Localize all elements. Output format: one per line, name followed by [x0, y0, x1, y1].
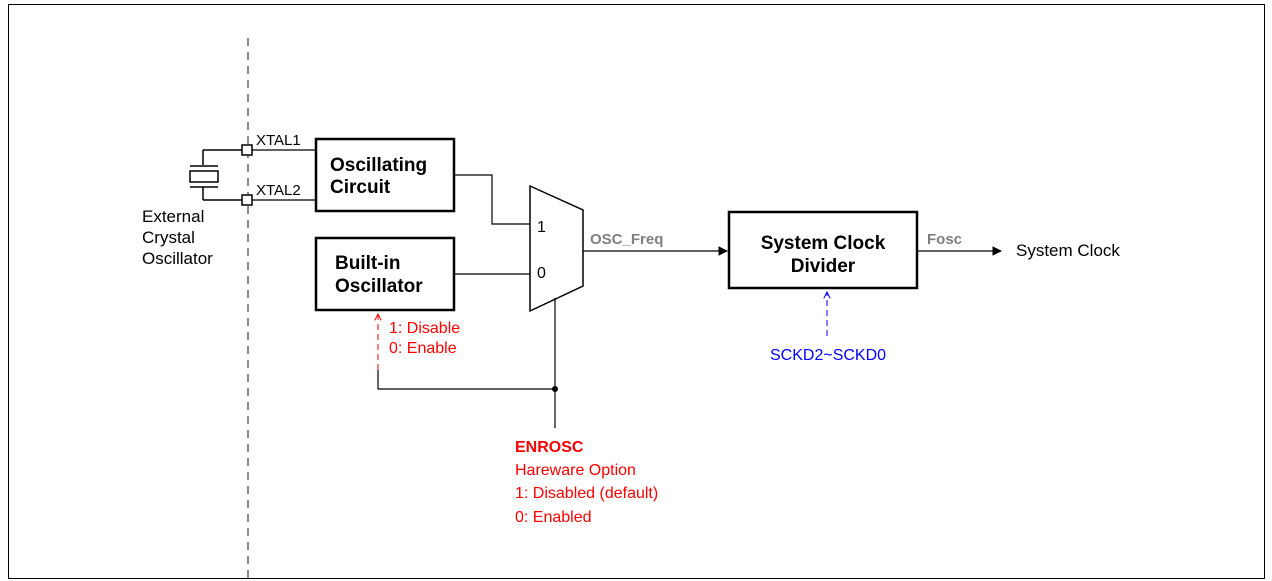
enrosc-line-2: 1: Disabled (default) — [515, 485, 658, 502]
junction-dot — [552, 386, 558, 392]
system-clock-label: System Clock — [1016, 241, 1120, 260]
mux-input-0-label: 0 — [537, 265, 546, 282]
xtal1-label: XTAL1 — [256, 132, 301, 149]
external-crystal-label-2: Crystal — [142, 228, 195, 247]
builtin-oscillator-label-1: Built-in — [335, 253, 400, 274]
divider-label-1: System Clock — [761, 233, 886, 254]
mux-input-1-label: 1 — [537, 219, 546, 236]
multiplexer — [529, 184, 584, 313]
oscillating-circuit-label-2: Circuit — [330, 177, 391, 198]
osc-circuit-to-mux-wire — [454, 174, 530, 225]
sckd-label: SCKD2~SCKD0 — [770, 347, 886, 364]
xtal1-pin — [241, 144, 253, 156]
outer-frame — [8, 4, 1265, 579]
crystal-symbol — [189, 149, 242, 201]
external-crystal-label-1: External — [142, 207, 204, 226]
builtin-enable-label: 0: Enable — [389, 340, 457, 357]
osc-freq-label: OSC_Freq — [590, 231, 663, 248]
builtin-disable-label: 1: Disable — [389, 320, 460, 337]
builtin-oscillator-block — [314, 236, 456, 312]
divider-label-2: Divider — [791, 256, 856, 277]
builtin-oscillator-label-2: Oscillator — [335, 276, 423, 297]
enrosc-line-1: Hareware Option — [515, 462, 636, 479]
enrosc-line-3: 0: Enabled — [515, 509, 592, 526]
fosc-label: Fosc — [927, 231, 962, 248]
oscillating-circuit-label-1: Oscillating — [330, 155, 427, 176]
external-crystal-label-3: Oscillator — [142, 249, 213, 268]
xtal2-label: XTAL2 — [256, 182, 301, 199]
xtal2-pin — [241, 194, 253, 206]
enrosc-title: ENROSC — [515, 439, 584, 456]
system-clock-divider-block — [727, 210, 919, 290]
